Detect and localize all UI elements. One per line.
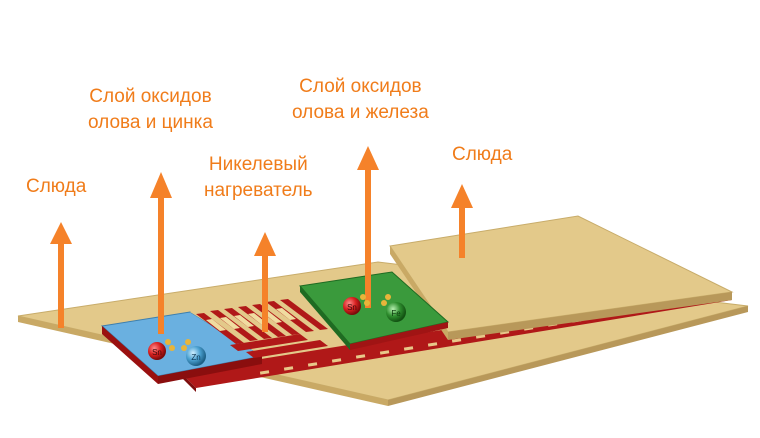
mica-layer-upper [389, 215, 734, 340]
label-nickel-heater: Никелевый нагреватель [204, 152, 313, 204]
label-iron-oxides-line-1: Слой оксидов [299, 76, 422, 97]
atom-zinc-label: Zn [191, 353, 200, 362]
atom-iron-label: Fe [391, 309, 401, 318]
zinc-oxide-layer [100, 311, 264, 384]
atom-tin-iron-layer-label: Sn [347, 303, 357, 312]
atom-tin-zinc-layer: Sn [148, 339, 175, 360]
atom-tin-iron-layer: Sn [343, 294, 370, 315]
label-iron-oxides: Слой оксидов олова и железа [292, 74, 429, 126]
arrow-nickel-heater [254, 232, 276, 332]
arrow-mica-left [50, 222, 72, 328]
label-mica-left: Слюда [26, 174, 86, 200]
nickel-heater-comb [190, 294, 360, 358]
arrow-iron-oxides [357, 146, 379, 308]
atom-iron: Fe [381, 294, 406, 322]
iron-oxide-layer [299, 271, 450, 350]
label-zinc-oxides: Слой оксидов олова и цинка [88, 84, 213, 136]
label-nickel-heater-line-2: нагреватель [204, 180, 313, 201]
label-mica-left-text: Слюда [26, 176, 87, 197]
label-nickel-heater-line-1: Никелевый [208, 154, 308, 175]
label-zinc-oxides-line-2: олова и цинка [88, 112, 213, 133]
arrow-zinc-oxides [150, 172, 172, 334]
label-mica-right: Слюда [452, 142, 512, 168]
arrow-mica-right [451, 184, 473, 258]
label-zinc-oxides-line-1: Слой оксидов [89, 86, 212, 107]
atom-zinc: Zn [181, 339, 206, 366]
label-mica-right-text: Слюда [452, 144, 513, 165]
label-iron-oxides-line-2: олова и железа [292, 102, 429, 123]
atom-tin-zinc-layer-label: Sn [152, 348, 162, 357]
